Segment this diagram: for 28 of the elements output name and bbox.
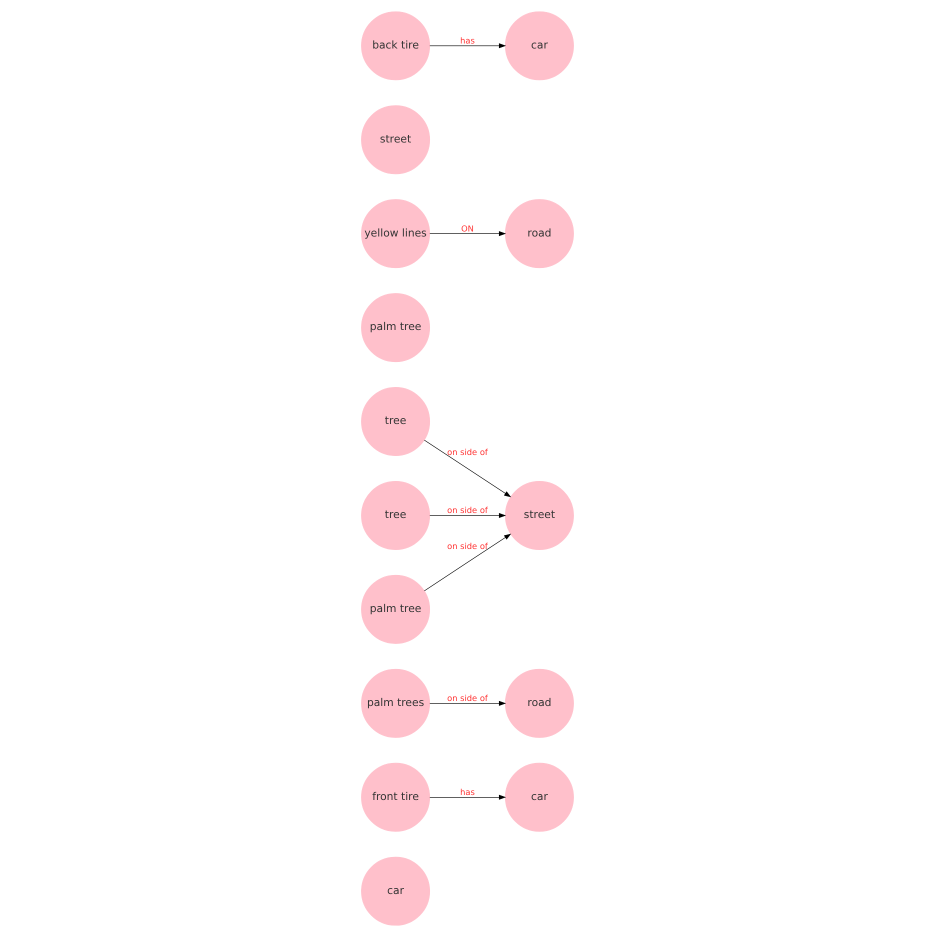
arrow — [424, 534, 511, 592]
edge-label: on side of — [446, 540, 488, 551]
node-circle: car — [360, 856, 430, 926]
node-circle: palm trees — [360, 668, 430, 738]
edge-label: on side of — [446, 693, 488, 704]
node-circle: road — [504, 199, 574, 268]
node-circle: road — [504, 668, 574, 738]
arrow — [429, 231, 506, 236]
node-circle: tree — [360, 387, 430, 456]
node-circle: palm tree — [360, 574, 430, 644]
edge-label: on side of — [446, 505, 488, 516]
arrow — [429, 43, 506, 48]
node-circle: front tire — [360, 762, 430, 832]
node-circle: palm tree — [360, 293, 430, 362]
node-circle: yellow lines — [360, 199, 430, 268]
edge-label: ON — [460, 223, 474, 234]
arrow — [429, 794, 506, 800]
edge-label: has — [460, 787, 474, 798]
arrow — [429, 700, 506, 706]
node-circle: car — [504, 762, 574, 832]
node-circle: tree — [360, 480, 430, 550]
arrow — [424, 440, 511, 498]
node-circle: car — [504, 11, 574, 80]
edge-label: has — [460, 36, 474, 46]
node-circle: street — [360, 105, 430, 174]
node-circle: back tire — [360, 11, 430, 80]
edge-label: on side of — [446, 446, 488, 457]
arrow — [429, 512, 506, 518]
